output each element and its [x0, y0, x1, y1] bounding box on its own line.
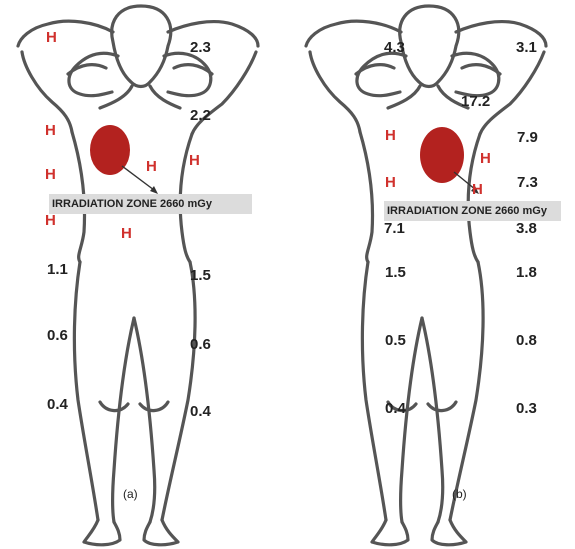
dose-label: 0.6	[47, 328, 68, 343]
irradiation-zone-label: IRRADIATION ZONE 2660 mGy	[384, 201, 561, 221]
dose-label: 3.8	[516, 221, 537, 236]
dose-label: 7.1	[384, 221, 405, 236]
dose-label: 7.3	[517, 175, 538, 190]
dose-label: 1.5	[190, 268, 211, 283]
dose-label: 2.2	[190, 108, 211, 123]
dose-label: 0.5	[385, 333, 406, 348]
dose-label: 17.2	[461, 94, 490, 109]
irradiation-zone-label: IRRADIATION ZONE 2660 mGy	[49, 194, 252, 214]
dose-label: 7.9	[517, 130, 538, 145]
high-marker: H	[480, 151, 491, 166]
dose-label: 1.1	[47, 262, 68, 277]
high-marker: H	[121, 226, 132, 241]
high-marker: H	[385, 128, 396, 143]
dose-label: 0.4	[47, 397, 68, 412]
dose-label: 0.4	[385, 401, 406, 416]
high-marker: H	[472, 182, 483, 197]
dose-label: 3.1	[516, 40, 537, 55]
dose-label: 0.3	[516, 401, 537, 416]
panel-caption: (b)	[452, 488, 467, 500]
panel-caption: (a)	[123, 488, 138, 500]
dose-label: 1.5	[385, 265, 406, 280]
high-marker: H	[189, 153, 200, 168]
dose-label: 0.6	[190, 337, 211, 352]
high-marker: H	[46, 30, 57, 45]
high-marker: H	[146, 159, 157, 174]
high-marker: H	[45, 123, 56, 138]
high-marker: H	[45, 167, 56, 182]
dose-label: 0.4	[190, 404, 211, 419]
panel-b: H H H H IRRADIATION ZONE 2660 mGy 4.3 3.…	[288, 0, 575, 549]
panel-a: H H H H H H H IRRADIATION ZONE 2660 mGy …	[0, 0, 288, 549]
dose-label: 2.3	[190, 40, 211, 55]
dose-label: 0.8	[516, 333, 537, 348]
high-marker: H	[385, 175, 396, 190]
high-marker: H	[45, 213, 56, 228]
dose-label: 4.3	[384, 40, 405, 55]
dose-label: 1.8	[516, 265, 537, 280]
body-outline	[0, 0, 288, 549]
